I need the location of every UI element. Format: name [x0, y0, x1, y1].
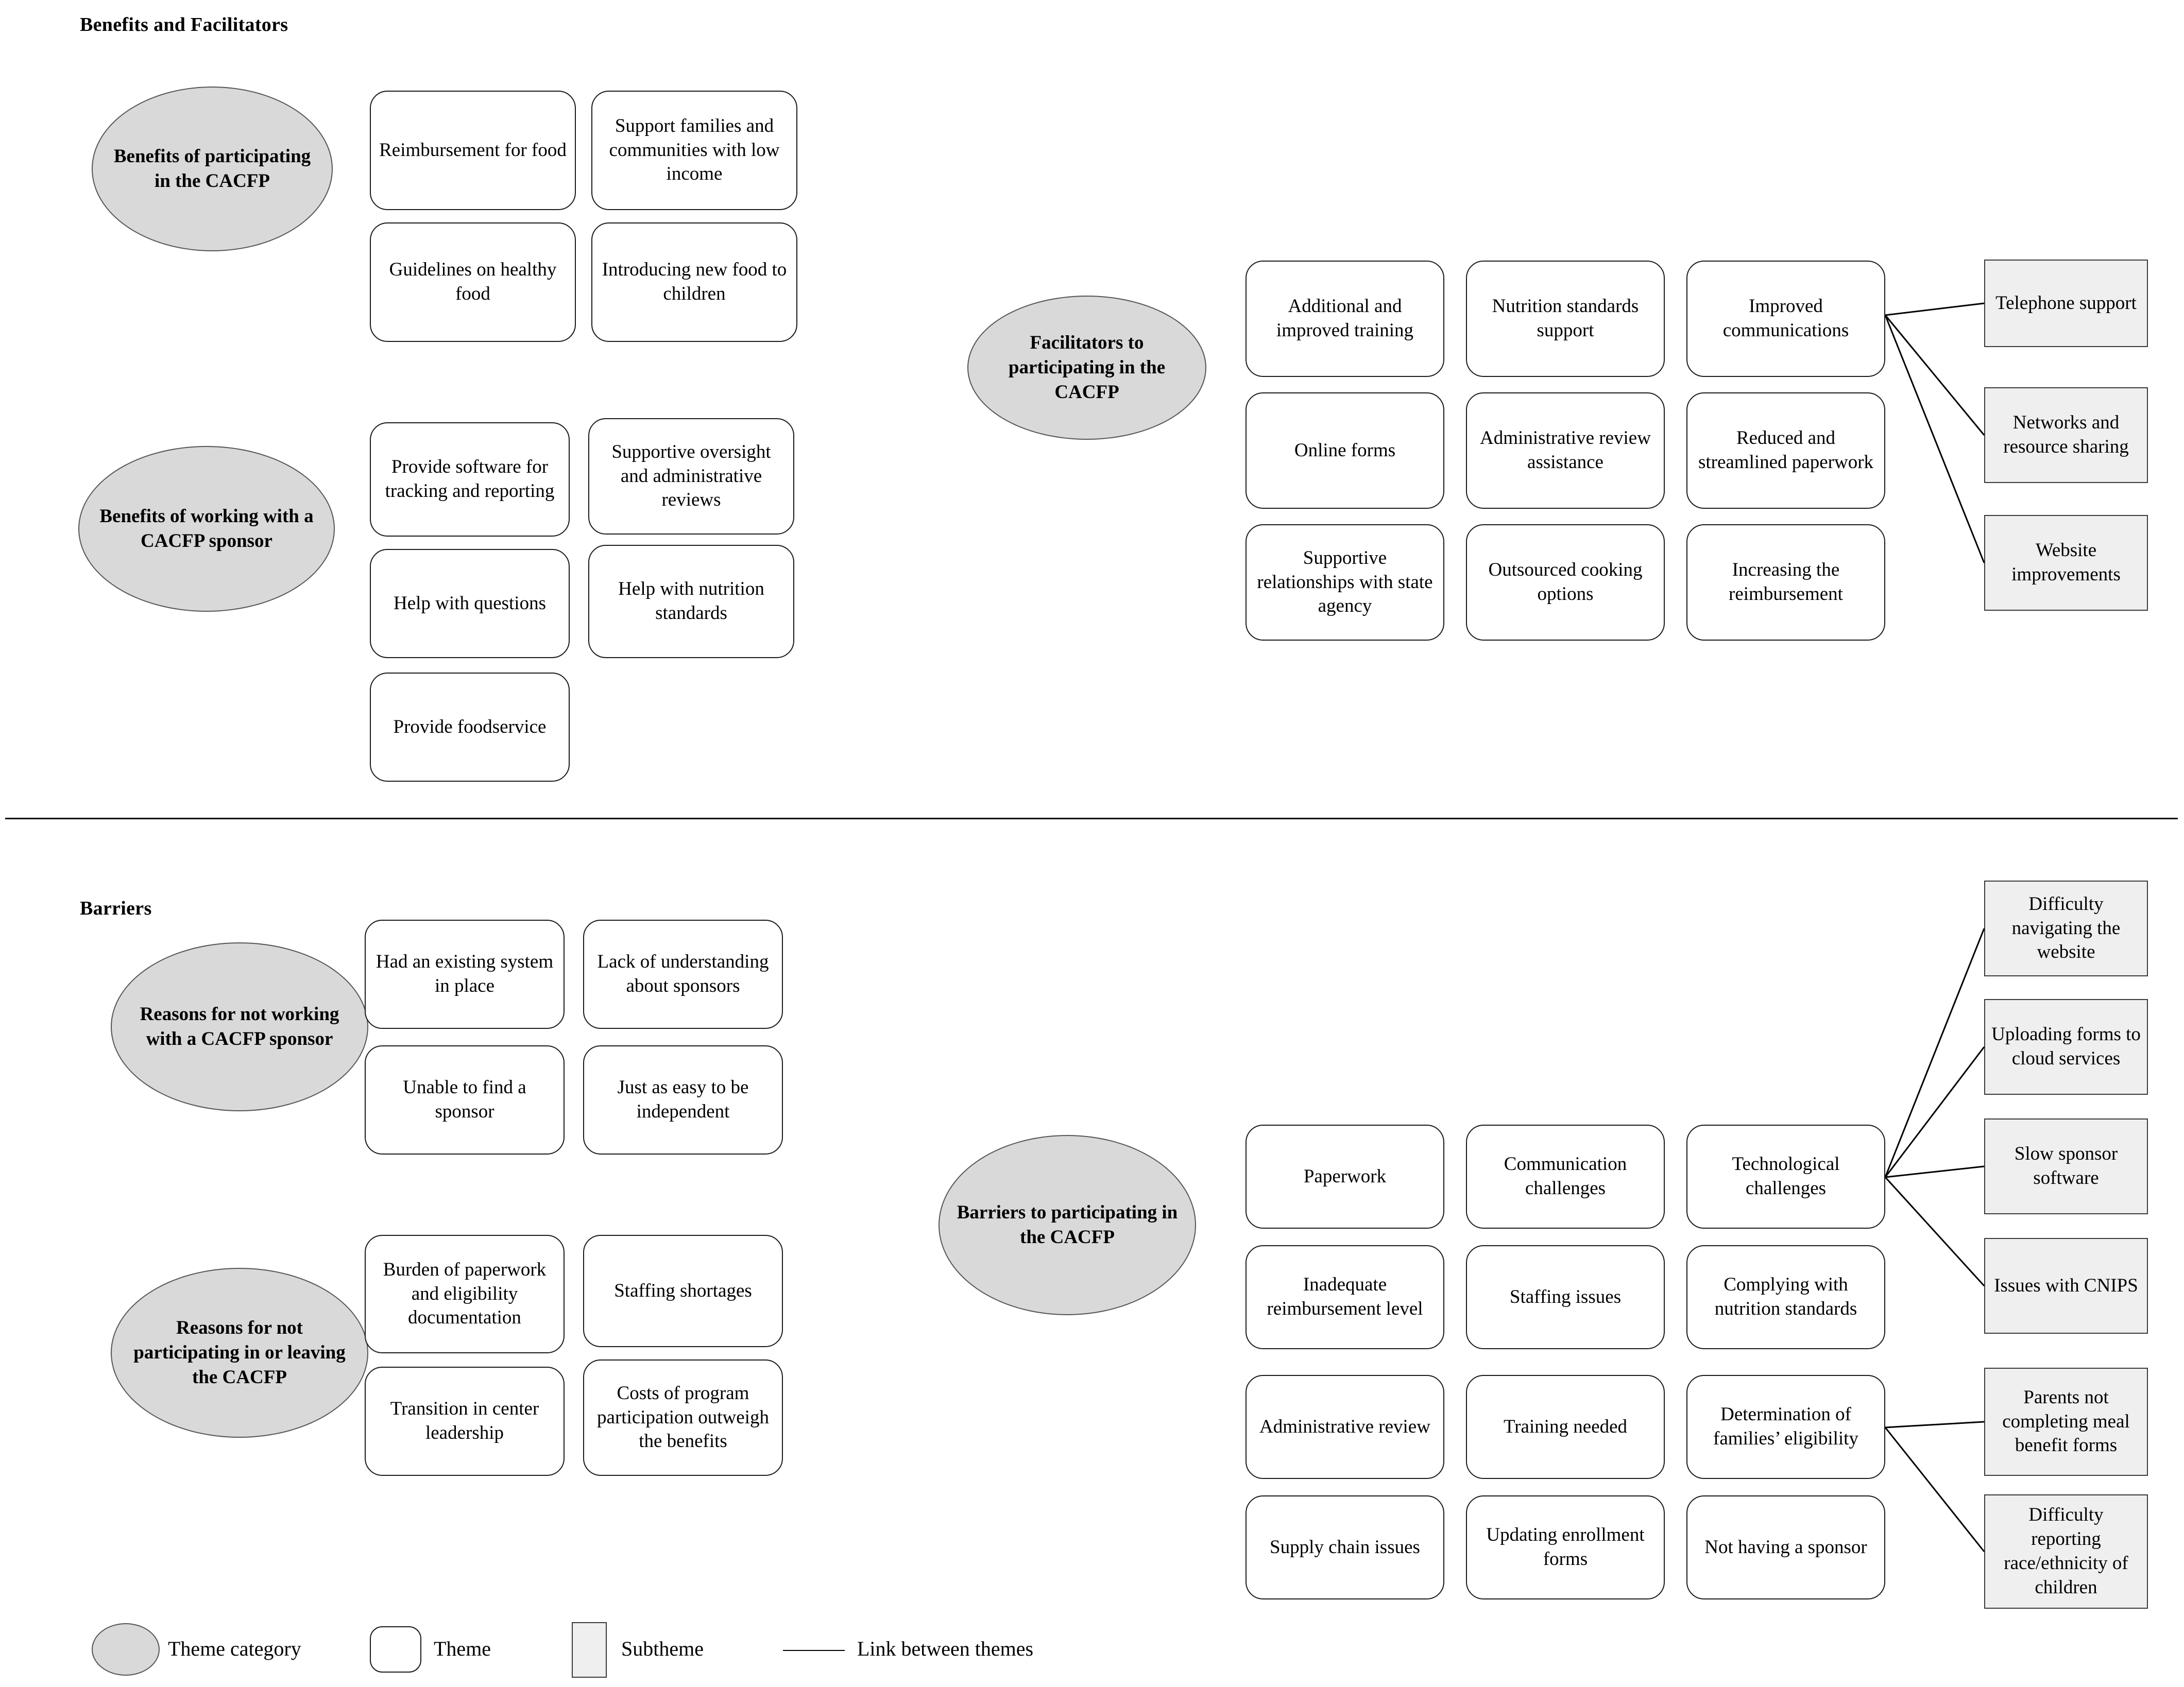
- theme-not-having-a-sponsor[interactable]: Not having a sponsor: [1686, 1495, 1885, 1599]
- legend-theme-category-label: Theme category: [168, 1637, 301, 1660]
- theme-provide-foodservice[interactable]: Provide foodservice: [370, 673, 570, 782]
- subtheme-uploading-forms-cloud-services[interactable]: Uploading forms to cloud services: [1984, 999, 2148, 1095]
- subtheme-networks-resource-sharing[interactable]: Networks and resource sharing: [1984, 387, 2148, 483]
- theme-category-benefits-working-with-sponsor[interactable]: Benefits of working with a CACFP sponsor: [78, 446, 335, 612]
- link-determination-eligibility-to-parents-not-completing: [1885, 1421, 1985, 1428]
- subtheme-parents-not-completing-meal-benefit-forms[interactable]: Parents not completing meal benefit form…: [1984, 1368, 2148, 1476]
- theme-had-existing-system[interactable]: Had an existing system in place: [365, 920, 565, 1029]
- legend-link-swatch: [783, 1650, 845, 1651]
- theme-introducing-new-food[interactable]: Introducing new food to children: [591, 222, 797, 342]
- theme-nutrition-standards-support[interactable]: Nutrition standards support: [1466, 261, 1665, 377]
- theme-transition-center-leadership[interactable]: Transition in center leadership: [365, 1367, 565, 1476]
- link-determination-eligibility-to-difficulty-reporting-race: [1884, 1427, 1985, 1552]
- theme-category-facilitators-participating[interactable]: Facilitators to participating in the CAC…: [967, 296, 1206, 440]
- theme-staffing-shortages[interactable]: Staffing shortages: [583, 1235, 783, 1347]
- theme-guidelines-healthy-food[interactable]: Guidelines on healthy food: [370, 222, 576, 342]
- theme-determination-families-eligibility[interactable]: Determination of families’ eligibility: [1686, 1375, 1885, 1479]
- link-technological-challenges-to-issues-with-cnips: [1884, 1176, 1985, 1287]
- theme-category-barriers-participating[interactable]: Barriers to participating in the CACFP: [939, 1135, 1196, 1315]
- theme-lack-of-understanding-sponsors[interactable]: Lack of understanding about sponsors: [583, 920, 783, 1029]
- subtheme-difficulty-reporting-race-ethnicity[interactable]: Difficulty reporting race/ethnicity of c…: [1984, 1494, 2148, 1609]
- theme-help-with-questions[interactable]: Help with questions: [370, 549, 570, 658]
- theme-online-forms[interactable]: Online forms: [1245, 392, 1444, 509]
- link-technological-challenges-to-slow-sponsor-software: [1885, 1165, 1985, 1178]
- theme-support-families-low-income[interactable]: Support families and communities with lo…: [591, 91, 797, 210]
- theme-outsourced-cooking-options[interactable]: Outsourced cooking options: [1466, 524, 1665, 641]
- subtheme-difficulty-navigating-website[interactable]: Difficulty navigating the website: [1984, 881, 2148, 976]
- theme-costs-outweigh-benefits[interactable]: Costs of program participation outweigh …: [583, 1359, 783, 1476]
- theme-administrative-review-assistance[interactable]: Administrative review assistance: [1466, 392, 1665, 509]
- link-improved-communications-to-networks-resource-sharing: [1884, 315, 1985, 436]
- link-technological-challenges-to-difficulty-navigating-website: [1884, 928, 1985, 1178]
- link-technological-challenges-to-uploading-forms-cloud: [1884, 1046, 1985, 1178]
- legend-theme-label: Theme: [434, 1637, 491, 1660]
- subtheme-telephone-support[interactable]: Telephone support: [1984, 260, 2148, 347]
- theme-administrative-review[interactable]: Administrative review: [1245, 1375, 1444, 1479]
- theme-training-needed[interactable]: Training needed: [1466, 1375, 1665, 1479]
- theme-paperwork[interactable]: Paperwork: [1245, 1125, 1444, 1229]
- theme-supportive-oversight-admin-reviews[interactable]: Supportive oversight and administrative …: [588, 418, 794, 535]
- legend-theme-category-swatch: [92, 1623, 160, 1676]
- theme-provide-software-tracking-reporting[interactable]: Provide software for tracking and report…: [370, 422, 570, 537]
- legend-subtheme-label: Subtheme: [621, 1637, 704, 1660]
- theme-inadequate-reimbursement-level[interactable]: Inadequate reimbursement level: [1245, 1245, 1444, 1349]
- theme-communication-challenges[interactable]: Communication challenges: [1466, 1125, 1665, 1229]
- subtheme-issues-with-cnips[interactable]: Issues with CNIPS: [1984, 1238, 2148, 1334]
- theme-just-as-easy-independent[interactable]: Just as easy to be independent: [583, 1045, 783, 1155]
- theme-category-reasons-not-participating-leaving[interactable]: Reasons for not participating in or leav…: [111, 1268, 368, 1438]
- theme-category-benefits-participating[interactable]: Benefits of participating in the CACFP: [92, 87, 333, 251]
- legend-theme-swatch: [370, 1626, 421, 1673]
- section-title-barriers: Barriers: [80, 898, 152, 919]
- theme-reduced-streamlined-paperwork[interactable]: Reduced and streamlined paperwork: [1686, 392, 1885, 509]
- theme-additional-improved-training[interactable]: Additional and improved training: [1245, 261, 1444, 377]
- legend-link-label: Link between themes: [857, 1637, 1034, 1660]
- theme-increasing-the-reimbursement[interactable]: Increasing the reimbursement: [1686, 524, 1885, 641]
- theme-supportive-relationships-state-agency[interactable]: Supportive relationships with state agen…: [1245, 524, 1444, 641]
- theme-help-with-nutrition-standards[interactable]: Help with nutrition standards: [588, 545, 794, 658]
- theme-supply-chain-issues[interactable]: Supply chain issues: [1245, 1495, 1444, 1599]
- theme-updating-enrollment-forms[interactable]: Updating enrollment forms: [1466, 1495, 1665, 1599]
- theme-category-reasons-not-working-sponsor[interactable]: Reasons for not working with a CACFP spo…: [111, 942, 368, 1111]
- theme-staffing-issues[interactable]: Staffing issues: [1466, 1245, 1665, 1349]
- theme-burden-paperwork-eligibility-documentation[interactable]: Burden of paperwork and eligibility docu…: [365, 1235, 565, 1353]
- subtheme-slow-sponsor-software[interactable]: Slow sponsor software: [1984, 1118, 2148, 1214]
- subtheme-website-improvements[interactable]: Website improvements: [1984, 515, 2148, 611]
- link-improved-communications-to-telephone-support: [1885, 302, 1985, 316]
- section-divider: [5, 818, 2178, 819]
- theme-technological-challenges[interactable]: Technological challenges: [1686, 1125, 1885, 1229]
- theme-improved-communications[interactable]: Improved communications: [1686, 261, 1885, 377]
- theme-reimbursement-for-food[interactable]: Reimbursement for food: [370, 91, 576, 210]
- theme-complying-nutrition-standards[interactable]: Complying with nutrition standards: [1686, 1245, 1885, 1349]
- theme-unable-to-find-sponsor[interactable]: Unable to find a sponsor: [365, 1045, 565, 1155]
- legend-subtheme-swatch: [572, 1622, 607, 1678]
- section-title-benefits: Benefits and Facilitators: [80, 14, 288, 36]
- link-improved-communications-to-website-improvements: [1884, 315, 1985, 563]
